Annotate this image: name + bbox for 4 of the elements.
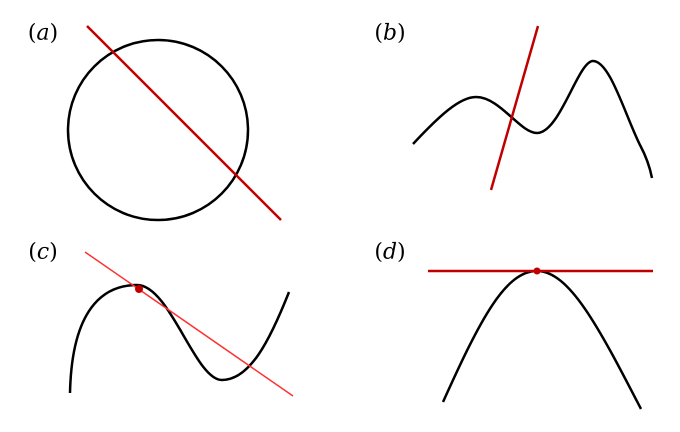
panel-label: (c) [30, 242, 56, 262]
panel-label: (a) [30, 22, 56, 44]
panel-label: (d) [376, 242, 404, 262]
panel-label: (b) [376, 22, 404, 44]
